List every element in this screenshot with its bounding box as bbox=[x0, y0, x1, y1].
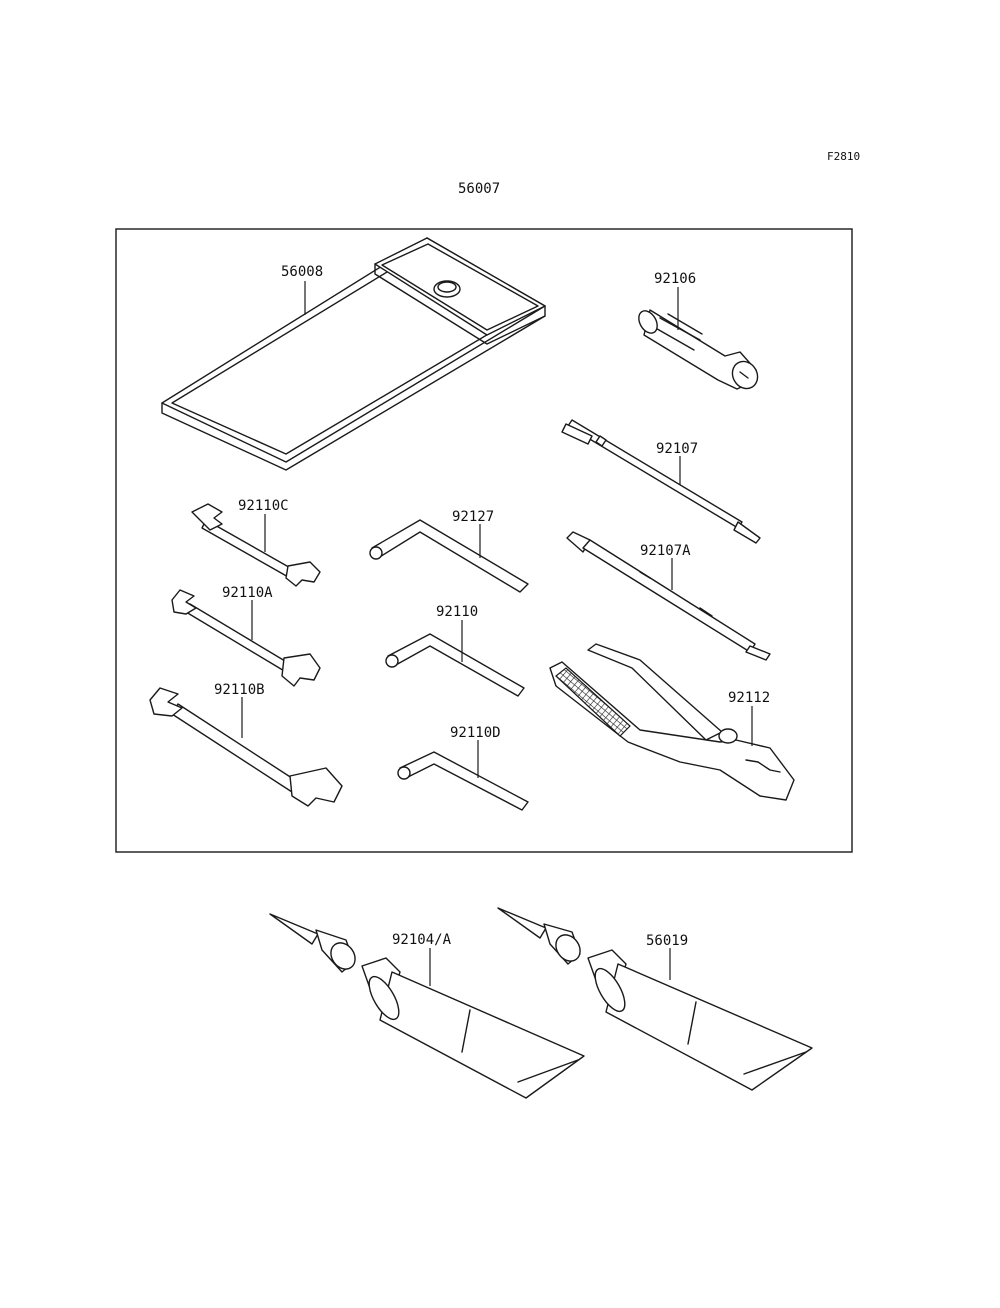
tube-1-drawing bbox=[269, 913, 585, 1099]
hex-wrench-3-drawing bbox=[397, 751, 529, 811]
hex-wrench-1-drawing bbox=[369, 519, 529, 593]
tool-bag-drawing bbox=[161, 237, 546, 471]
hex-wrench-2-label: 92110 bbox=[436, 604, 478, 620]
assembly-frame bbox=[115, 228, 853, 853]
figure-reference: F2810 bbox=[827, 150, 860, 163]
assembly-number: 56007 bbox=[458, 181, 500, 197]
tube-2-label: 56019 bbox=[646, 933, 688, 949]
hex-wrench-2-drawing bbox=[385, 633, 525, 697]
handle-drawing bbox=[638, 309, 759, 390]
wrench-a-label: 92110A bbox=[222, 585, 273, 601]
wrench-a-drawing bbox=[171, 589, 321, 687]
handle-label: 92106 bbox=[654, 271, 696, 287]
tool-bag-label: 56008 bbox=[281, 264, 323, 280]
tube-1-label: 92104/A bbox=[392, 932, 452, 948]
wrench-c-label: 92110C bbox=[238, 498, 289, 514]
pliers-drawing bbox=[549, 643, 795, 801]
wrench-c-drawing bbox=[191, 503, 321, 587]
hex-wrench-3-label: 92110D bbox=[450, 725, 501, 741]
tube-2-drawing bbox=[497, 907, 813, 1091]
screwdriver-a-drawing bbox=[566, 531, 771, 661]
screwdriver-label: 92107 bbox=[656, 441, 698, 457]
hex-wrench-1-label: 92127 bbox=[452, 509, 494, 525]
screwdriver-a-label: 92107A bbox=[640, 543, 691, 559]
wrench-b-drawing bbox=[149, 687, 343, 807]
wrench-b-label: 92110B bbox=[214, 682, 265, 698]
screwdriver-drawing bbox=[561, 419, 761, 544]
pliers-label: 92112 bbox=[728, 690, 770, 706]
